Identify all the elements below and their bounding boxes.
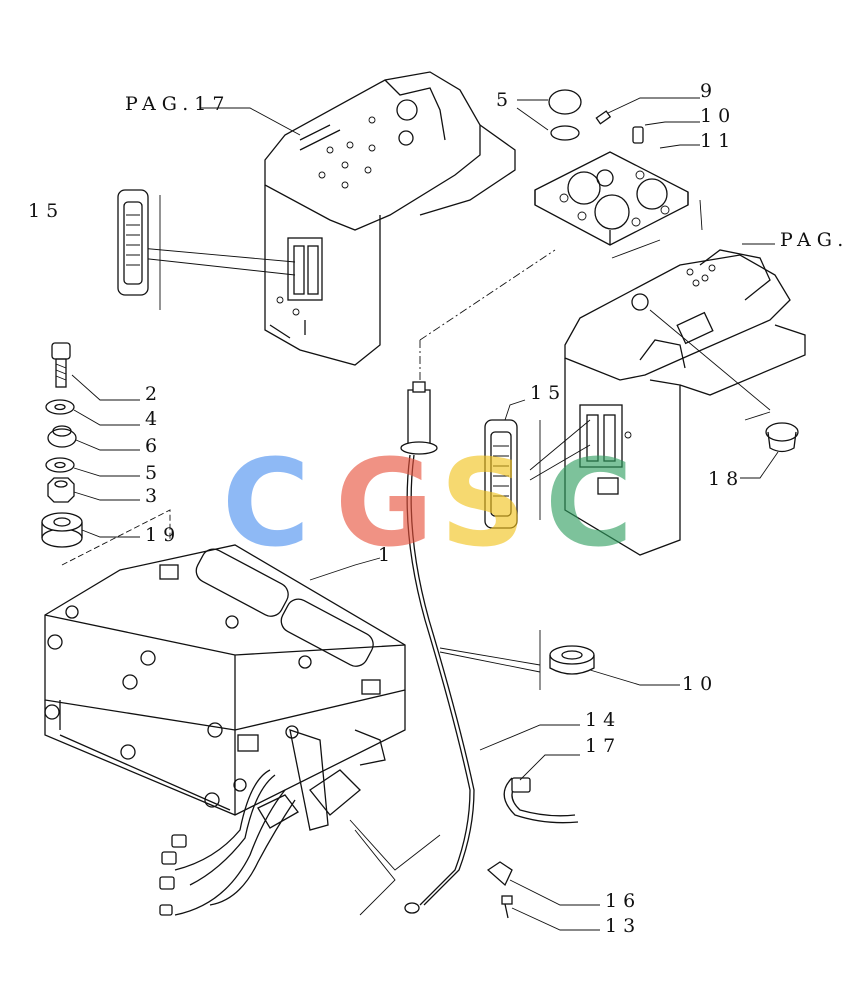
label-15b: 15 bbox=[530, 382, 566, 404]
part-17 bbox=[503, 754, 580, 824]
label-15a: 15 bbox=[28, 200, 64, 222]
cable-14 bbox=[400, 249, 580, 914]
watermark-letter-c1: C bbox=[222, 435, 310, 574]
part-15-left bbox=[117, 189, 149, 296]
label-7: 5 bbox=[496, 89, 514, 111]
label-1: 1 bbox=[378, 544, 396, 566]
label-14: 14 bbox=[585, 709, 621, 731]
hardware-stack bbox=[41, 342, 171, 566]
watermark-letter-s: S bbox=[440, 435, 526, 574]
label-3: 3 bbox=[145, 485, 163, 507]
callout-labels: PAG.17 PAG. 15 5 9 10 11 2 4 6 5 3 19 1 … bbox=[28, 80, 849, 937]
harness bbox=[159, 729, 441, 916]
label-pag: PAG. bbox=[780, 229, 849, 251]
console-left bbox=[139, 71, 516, 366]
label-2: 2 bbox=[145, 383, 163, 405]
label-16: 16 bbox=[605, 890, 641, 912]
label-5: 5 bbox=[145, 462, 163, 484]
part-18 bbox=[740, 422, 799, 479]
part-8 bbox=[439, 630, 680, 690]
label-19: 19 bbox=[145, 524, 181, 546]
main-box bbox=[44, 544, 406, 816]
part-15-right bbox=[484, 399, 526, 529]
watermark-letter-g: G bbox=[335, 435, 434, 574]
label-17: 17 bbox=[585, 735, 621, 757]
label-10: 10 bbox=[700, 105, 736, 127]
label-9: 9 bbox=[700, 80, 718, 102]
label-4: 4 bbox=[145, 408, 163, 430]
parts-7-9-10-11 bbox=[516, 89, 703, 259]
label-13: 13 bbox=[605, 915, 641, 937]
label-11: 11 bbox=[700, 130, 736, 152]
label-pag-17: PAG.17 bbox=[125, 93, 230, 115]
label-6: 6 bbox=[145, 435, 163, 457]
label-18: 18 bbox=[708, 468, 744, 490]
watermark-letter-c2: C bbox=[545, 435, 633, 574]
watermark: C G S C bbox=[222, 435, 633, 574]
console-right bbox=[529, 243, 806, 556]
label-8: 10 bbox=[682, 673, 718, 695]
part-16-13 bbox=[486, 861, 600, 931]
